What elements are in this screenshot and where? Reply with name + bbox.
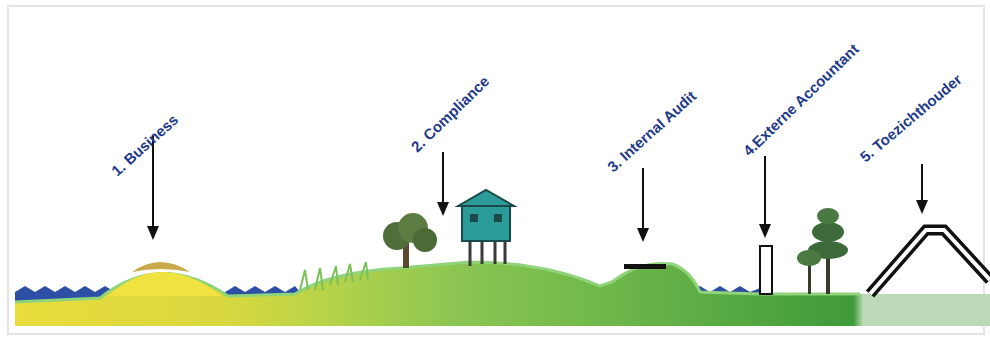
tree-crown: [812, 222, 844, 242]
layer-label: 5. Toezichthouder: [856, 70, 965, 166]
grass: [300, 262, 368, 290]
tree-crown: [817, 208, 839, 224]
dike-inner: [870, 230, 990, 294]
business-mound: [108, 272, 222, 296]
audit-bar: [624, 264, 666, 269]
pointer-line: [764, 156, 766, 226]
stilts: [470, 240, 505, 266]
layer-label: 2. Compliance: [407, 72, 493, 156]
tree-trunk: [808, 262, 811, 294]
layer-label: 3. Internal Audit: [604, 87, 700, 176]
pointer-head: [437, 202, 449, 216]
tree-crown: [797, 250, 821, 266]
layer-label: 1. Business: [108, 111, 182, 180]
pointer-head: [637, 228, 649, 242]
tree-crown: [413, 228, 437, 252]
pointer-line: [921, 164, 923, 202]
land-edge: [15, 262, 860, 302]
pointer-line: [642, 168, 644, 230]
house: [462, 205, 510, 241]
pointer-head: [147, 226, 159, 240]
house-roof: [458, 190, 514, 206]
pointer-line: [442, 152, 444, 204]
mound-top: [132, 262, 190, 272]
wall: [760, 246, 772, 294]
window: [470, 214, 478, 222]
land: [15, 262, 990, 326]
pointer-head: [916, 200, 928, 214]
window: [494, 214, 502, 222]
dike-outline: [870, 230, 990, 294]
layer-label: 4.Externe Accountant: [739, 40, 862, 160]
pointer-head: [759, 224, 771, 238]
